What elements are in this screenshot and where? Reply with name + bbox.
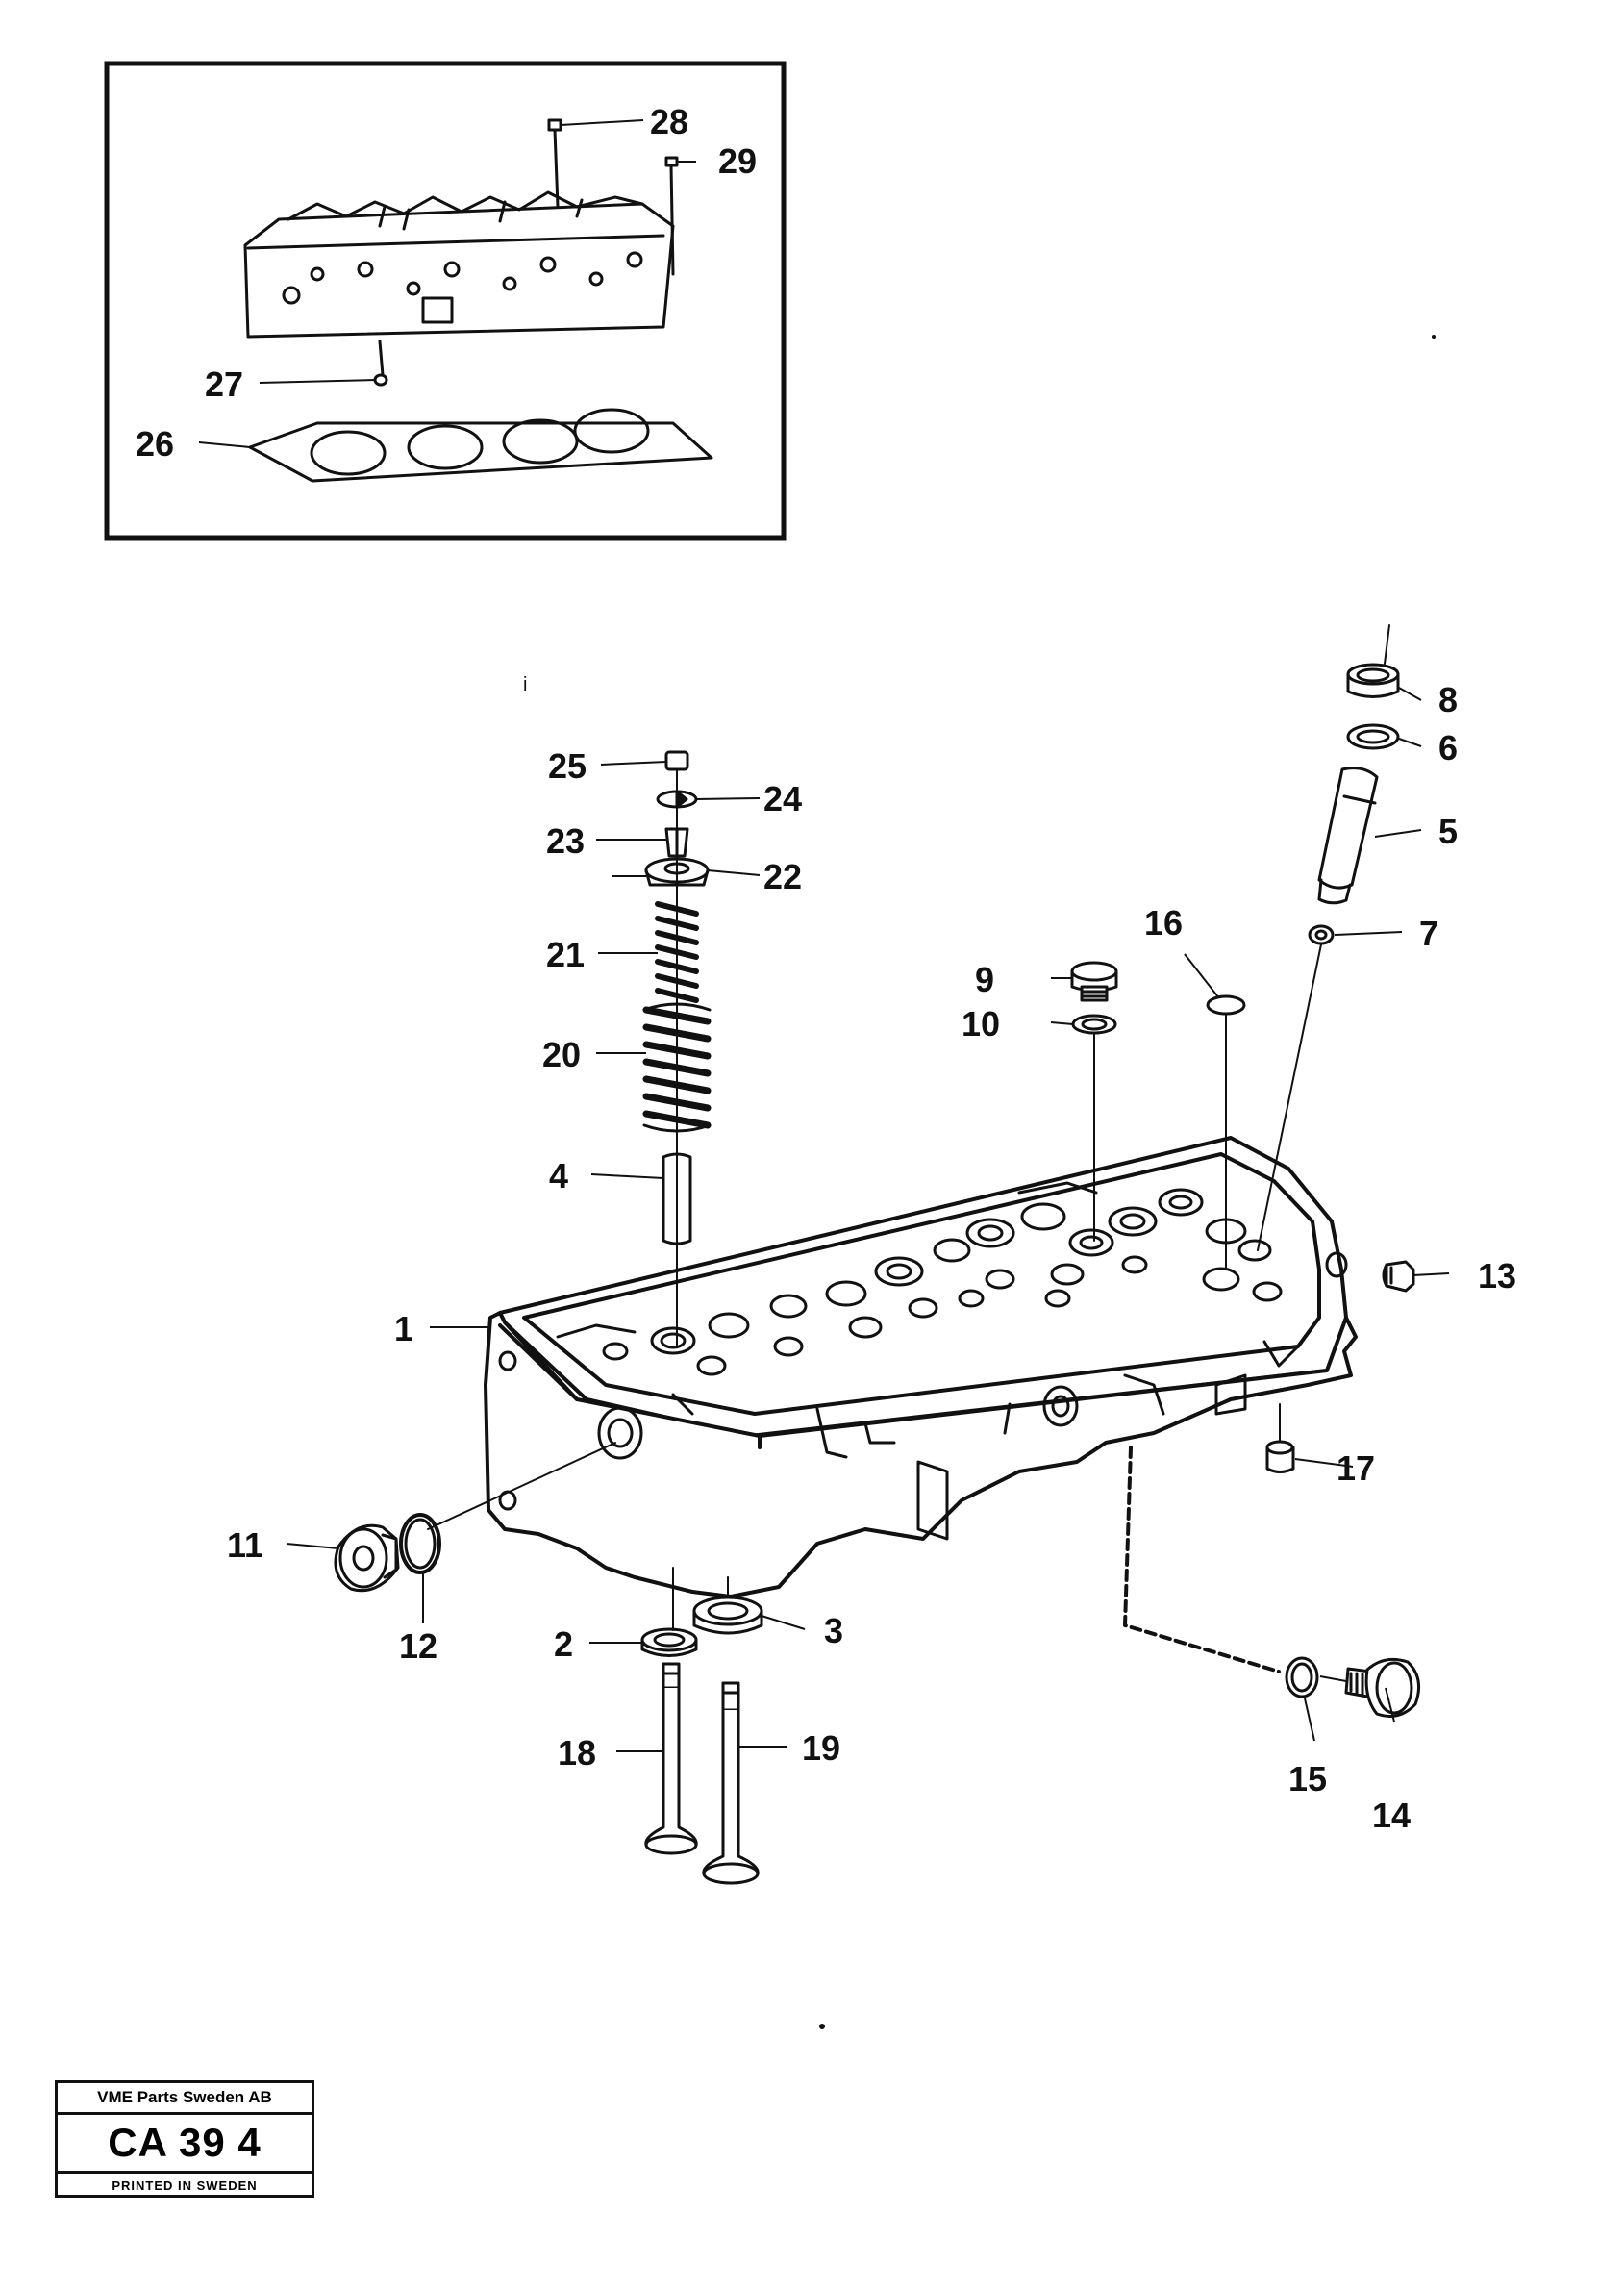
callout-5: 5: [1438, 812, 1458, 851]
callout-labels: 8 6 5 7 16 9 10 13 17 14 15 3 2 18 19 11…: [136, 102, 1516, 1835]
callout-28: 28: [650, 102, 688, 141]
callout-21: 21: [546, 935, 585, 974]
inset-head-gasket: [248, 408, 713, 483]
callout-27: 27: [205, 365, 243, 404]
callout-4: 4: [549, 1156, 568, 1195]
inset-pin-27: [373, 340, 388, 387]
callout-2: 2: [554, 1624, 573, 1664]
callout-10: 10: [962, 1004, 1000, 1044]
callout-14: 14: [1372, 1796, 1411, 1835]
callout-1: 1: [394, 1309, 413, 1348]
callout-29: 29: [718, 141, 757, 181]
callout-11: 11: [227, 1525, 263, 1565]
plug-13: [1382, 1260, 1415, 1293]
stray-dot-top: [1432, 335, 1436, 339]
injector-assembly: [1257, 624, 1400, 1251]
cylinder-head: [484, 1136, 1358, 1598]
callout-19: 19: [802, 1728, 840, 1768]
inset-panel: [104, 61, 787, 541]
callout-23: 23: [546, 821, 585, 861]
callout-7: 7: [1419, 914, 1438, 953]
callout-24: 24: [763, 779, 802, 818]
inset-cylinder-head: [243, 190, 675, 339]
valves-and-seats: [640, 1567, 763, 1885]
callout-16: 16: [1144, 903, 1183, 943]
callout-3: 3: [824, 1611, 843, 1650]
stamp-printed: PRINTED IN SWEDEN: [112, 2177, 258, 2193]
stray-dot: [819, 2024, 825, 2029]
callout-6: 6: [1438, 728, 1458, 767]
callout-12: 12: [399, 1626, 437, 1666]
stray-i-mark: i: [523, 674, 527, 695]
callout-25: 25: [548, 746, 587, 786]
leader-lines: [198, 119, 1450, 1752]
callout-9: 9: [975, 960, 994, 999]
callout-20: 20: [542, 1035, 581, 1074]
stamp-company: VME Parts Sweden AB: [58, 2083, 312, 2115]
callout-18: 18: [558, 1733, 596, 1773]
title-stamp: VME Parts Sweden AB CA 39 4 PRINTED IN S…: [55, 2080, 314, 2198]
callout-22: 22: [763, 857, 802, 896]
plug-11-assembly: [334, 1442, 616, 1593]
plug-17: [1265, 1403, 1295, 1473]
callout-15: 15: [1288, 1759, 1327, 1798]
stamp-code: CA 39 4: [58, 2115, 312, 2174]
callout-17: 17: [1337, 1448, 1375, 1488]
callout-8: 8: [1438, 680, 1458, 719]
seal-ring-16: [1206, 994, 1246, 1270]
callout-13: 13: [1478, 1256, 1516, 1295]
plug-14-assembly: [1123, 1446, 1421, 1718]
callout-26: 26: [136, 424, 174, 464]
valve-spring-assembly: [642, 750, 712, 1347]
